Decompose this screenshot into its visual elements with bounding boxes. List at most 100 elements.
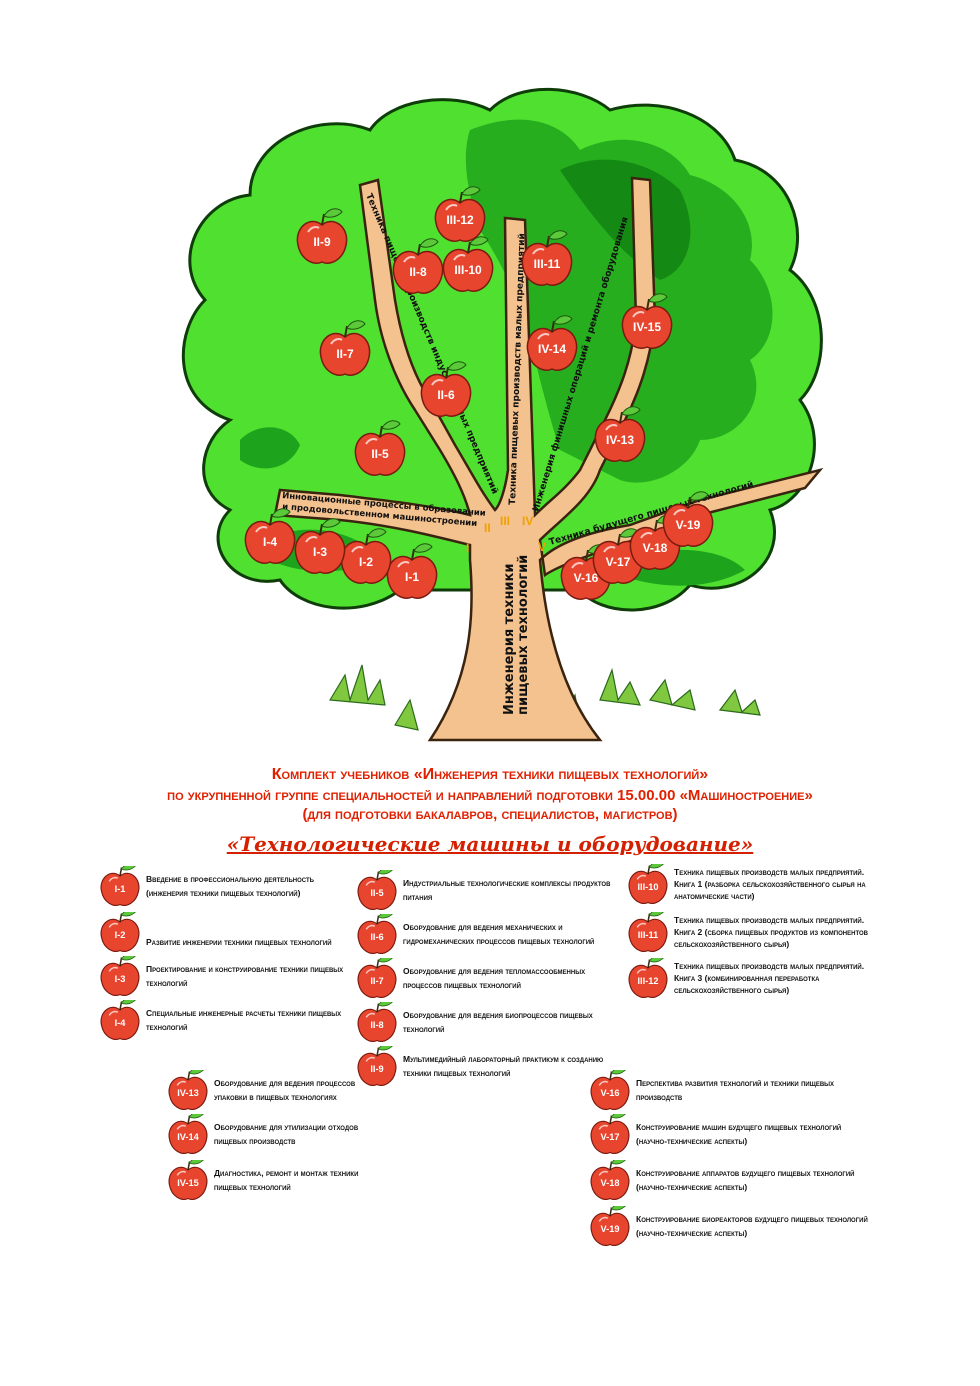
legend-code: IV-14	[177, 1132, 199, 1142]
tree-apple-label: I-4	[263, 535, 277, 549]
apple-icon: V-17	[590, 1114, 630, 1154]
legend-item-I-4: I-4 Специальные инженерные расчеты техни…	[98, 1000, 358, 1040]
tree-apple-II-6: II-6	[420, 360, 472, 418]
tree-apple-label: I-2	[359, 555, 373, 569]
tree-apple-label: I-1	[405, 570, 419, 584]
apple-icon: III-12	[628, 958, 668, 998]
apple-icon: II-7	[357, 958, 397, 998]
legend-item-I-3: I-3 Проектирование и конструирование тех…	[98, 956, 358, 996]
legend-item-II-8: II-8 Оборудование для ведения биопроцесс…	[355, 1002, 615, 1042]
legend-code: V-18	[601, 1178, 620, 1188]
tree-apple-I-2: I-2	[340, 527, 392, 585]
tree-apple-I-1: I-1	[386, 542, 438, 600]
legend-item-III-12: III-12 Техника пищевых производств малых…	[626, 958, 886, 998]
tree-apple-label: I-3	[313, 545, 327, 559]
apple-icon: II-9	[357, 1046, 397, 1086]
tree-apple-label: II-6	[437, 388, 455, 402]
apple-icon: IV-13	[168, 1070, 208, 1110]
tree-apple-II-9: II-9	[296, 207, 348, 265]
legend-item-IV-15: IV-15 Диагностика, ремонт и монтаж техни…	[166, 1160, 376, 1200]
tree-apple-label: V-16	[574, 571, 599, 585]
tree-apple-label: II-9	[313, 235, 331, 249]
legend-code: V-19	[601, 1224, 620, 1234]
apple-icon: I-3	[100, 956, 140, 996]
tree-apple-I-3: I-3	[294, 517, 346, 575]
legend-item-III-11: III-11 Техника пищевых производств малых…	[626, 912, 886, 952]
tree-apple-II-7: II-7	[319, 319, 371, 377]
tree-apple-I-4: I-4	[244, 507, 296, 565]
legend-text: Конструирование аппаратов будущего пищев…	[636, 1168, 855, 1192]
tree-apple-V-18: V-18	[629, 513, 681, 571]
tree-apple-label: V-19	[676, 518, 701, 532]
legend-item-V-17: V-17 Конструирование машин будущего пище…	[588, 1114, 868, 1154]
legend-code: II-6	[370, 932, 383, 942]
apple-icon: II-5	[357, 870, 397, 910]
legend-item-II-6: II-6 Оборудование для ведения механическ…	[355, 914, 615, 954]
legend-code: II-8	[370, 1020, 383, 1030]
legend-text: Мультимедийный лабораторный практикум к …	[403, 1054, 604, 1078]
legend-text: Развитие инженерии техники пищевых техно…	[146, 937, 332, 947]
legend-code: I-1	[115, 884, 126, 894]
legend-text: Техника пищевых производств малых предпр…	[674, 867, 866, 901]
apple-icon: V-16	[590, 1070, 630, 1110]
tree-apple-III-11: III-11	[521, 229, 573, 287]
legend-text: Техника пищевых производств малых предпр…	[674, 961, 865, 995]
title-line-1: Комплект учебников «Инженерия техники пи…	[271, 766, 709, 783]
roman-II: II	[484, 521, 491, 535]
apple-icon: III-10	[628, 864, 668, 904]
apple-icon: III-11	[628, 912, 668, 952]
legend-text: Индустриальные технологические комплексы…	[403, 878, 611, 902]
legend-item-V-18: V-18 Конструирование аппаратов будущего …	[588, 1160, 868, 1200]
apple-icon: V-18	[590, 1160, 630, 1200]
legend-item-IV-14: IV-14 Оборудование для утилизации отходо…	[166, 1114, 376, 1154]
roman-IV: IV	[522, 514, 533, 528]
apple-icon: I-2	[100, 912, 140, 952]
tree-apple-label: II-5	[371, 447, 389, 461]
roman-I: I	[466, 541, 469, 555]
trunk	[273, 176, 824, 742]
tree-apple-label: II-8	[409, 265, 427, 279]
title-line-3: (для подготовки бакалавров, специалистов…	[302, 806, 678, 823]
legend-item-V-19: V-19 Конструирование биореакторов будуще…	[588, 1206, 878, 1246]
legend-text: Введение в профессиональную деятельность…	[146, 874, 314, 898]
legend-code: IV-15	[177, 1178, 199, 1188]
legend-code: V-17	[601, 1132, 620, 1142]
legend-code: I-3	[115, 974, 126, 984]
tree-apple-label: IV-15	[633, 320, 661, 334]
tree-illustration: Инженерия техники пищевых технологий Инн…	[181, 87, 824, 742]
tree-apple-IV-14: IV-14	[526, 314, 578, 372]
legend-code: II-9	[370, 1064, 383, 1074]
tree-apple-V-17: V-17	[592, 527, 644, 585]
apple-icon: I-4	[100, 1000, 140, 1040]
tree-apple-label: III-10	[454, 263, 482, 277]
tree-apple-label: III-11	[534, 257, 561, 271]
tree-apple-V-16: V-16	[560, 543, 612, 601]
apple-icon: V-19	[590, 1206, 630, 1246]
legend-code: II-7	[370, 976, 383, 986]
title-line-2: по укрупненной группе специальностей и н…	[167, 787, 813, 804]
legend-code: III-12	[637, 976, 658, 986]
tree-apple-label: III-12	[446, 213, 474, 227]
subtitle: «Технологические машины и оборудование»	[226, 832, 754, 856]
legend-text: Оборудование для ведения тепломассообмен…	[403, 966, 586, 990]
legend-text: Конструирование биореакторов будущего пи…	[636, 1214, 868, 1238]
apple-icon: II-8	[357, 1002, 397, 1042]
legend-code: III-10	[637, 882, 658, 892]
legend-text: Оборудование для ведения механических и …	[403, 922, 595, 946]
foliage	[181, 87, 823, 612]
tree-apple-III-10: III-10	[442, 235, 494, 293]
tree-apple-IV-13: IV-13	[594, 405, 646, 463]
tree-apple-III-12: III-12	[434, 185, 486, 243]
tree-apple-label: II-7	[336, 347, 354, 361]
trunk-label-2: пищевых технологий	[516, 555, 531, 715]
trunk-label-1: Инженерия техники	[502, 564, 517, 715]
legend-text: Специальные инженерные расчеты техники п…	[146, 1008, 342, 1032]
legend-text: Диагностика, ремонт и монтаж техники пищ…	[214, 1168, 359, 1192]
legend-item-V-16: V-16 Перспектива развития технологий и т…	[588, 1070, 848, 1110]
tree-apple-V-19: V-19	[662, 490, 714, 548]
legend-item-I-1: I-1 Введение в профессиональную деятельн…	[98, 866, 358, 906]
tree-apple-label: IV-14	[538, 342, 566, 356]
tree-apple-label: V-17	[606, 555, 631, 569]
tree-apple-II-5: II-5	[354, 419, 406, 477]
apple-icon: II-6	[357, 914, 397, 954]
